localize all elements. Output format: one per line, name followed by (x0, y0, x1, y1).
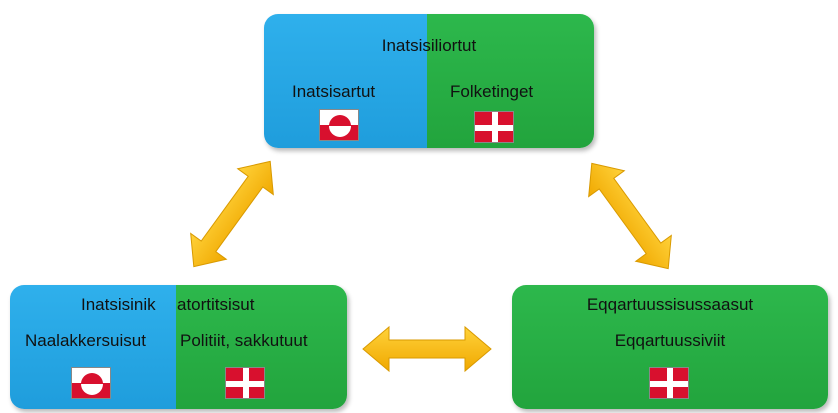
double-arrow-icon (588, 162, 672, 270)
greenland-parliament-label: Inatsisartut (292, 82, 376, 101)
legislature-box: Inatsisiliortut Inatsisartut Folketinget (264, 14, 594, 148)
denmark-flag-icon (649, 367, 689, 399)
judiciary-title: Eqqartuussisussaasut (586, 295, 754, 314)
greenland-flag-icon (71, 367, 111, 399)
greenland-flag-icon (319, 109, 359, 141)
legislature-title: Inatsisiliortut (381, 36, 477, 55)
double-arrow-icon (190, 160, 274, 268)
greenland-government-label: Naalakkersuisut (25, 331, 146, 350)
courts-label: Eqqartuussiviit (614, 331, 726, 350)
police-military-label: Politiit, sakkutuut (180, 331, 308, 350)
executive-box: Inatsisinik atortitsisut Naalakkersuisut… (10, 285, 347, 409)
denmark-flag-icon (474, 111, 514, 143)
denmark-flag-icon (225, 367, 265, 399)
executive-title-right: atortitsisut (177, 295, 255, 314)
double-arrow-icon (362, 325, 492, 373)
executive-title-left: Inatsisinik (81, 295, 156, 314)
danish-parliament-label: Folketinget (450, 82, 534, 101)
judiciary-box: Eqqartuussisussaasut Eqqartuussiviit (512, 285, 828, 409)
